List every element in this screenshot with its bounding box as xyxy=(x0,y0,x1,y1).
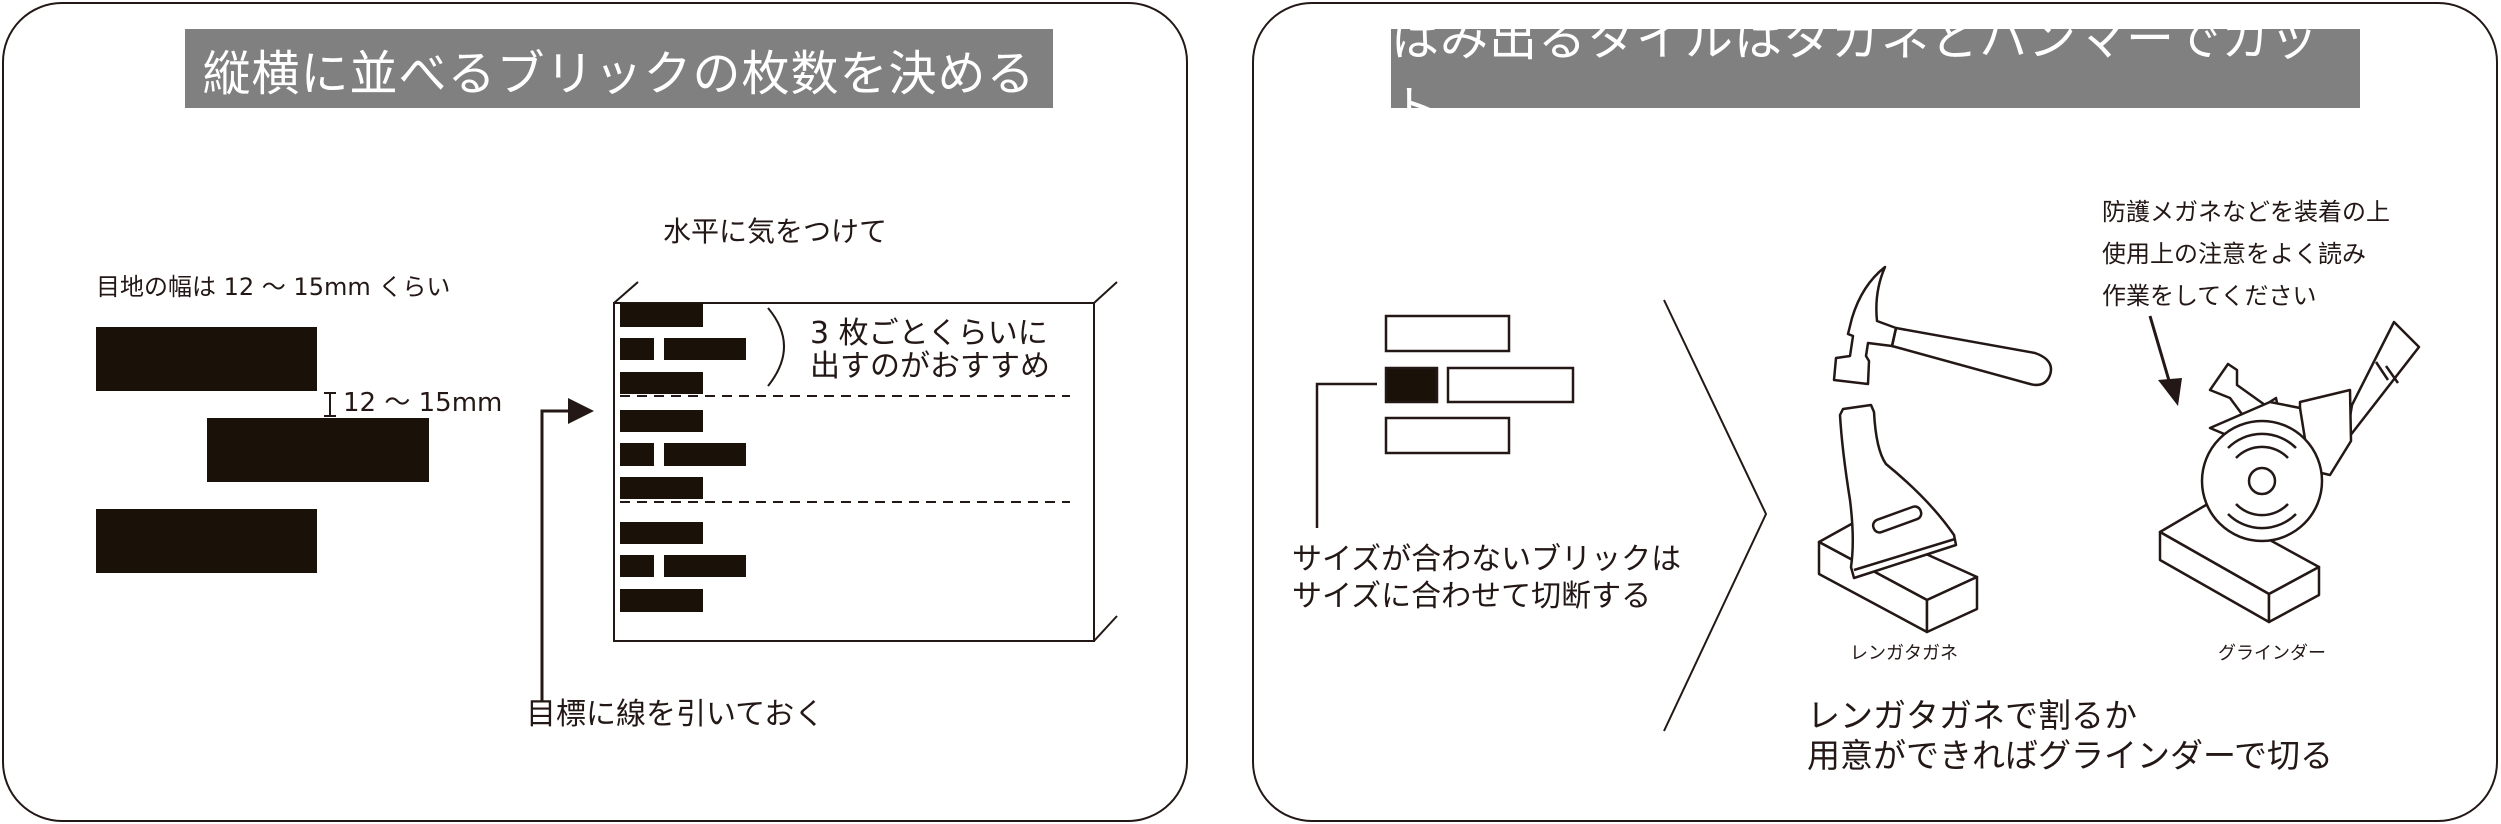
grinder-icon xyxy=(2158,320,2421,624)
left-panel-title: 縦横に並べるブリックの枚数を決める xyxy=(185,29,1053,108)
level-note: 水平に気をつけて xyxy=(663,215,888,248)
group-note-line1: 3 枚ごとくらいに xyxy=(810,316,1048,351)
joint-bricks xyxy=(96,327,429,573)
joint-width-note: 目地の幅は 12 ～ 15mm くらい xyxy=(96,273,451,301)
safety-note-line2: 使用上の注意をよく読み xyxy=(2102,240,2366,268)
wall-bricks xyxy=(620,303,746,612)
right-panel xyxy=(1252,2,2498,822)
cut-note-line1: サイズが合わないブリックは xyxy=(1292,542,1682,577)
arrow-icon xyxy=(540,398,594,702)
brick xyxy=(96,327,317,391)
brick-chisel-icon xyxy=(1817,403,1979,634)
gap-label: 12 ～ 15mm xyxy=(343,388,503,418)
method-line2: 用意ができればグラインダーで切る xyxy=(1807,736,2334,775)
hammer-icon xyxy=(1832,265,2053,387)
bracket-icon xyxy=(767,307,785,387)
guide-line-note: 目標に線を引いておく xyxy=(526,697,825,732)
wall-diagram xyxy=(613,281,1118,642)
safety-arrow-icon xyxy=(2148,315,2182,406)
gap-dimension-icon xyxy=(324,392,336,417)
brick xyxy=(96,509,317,573)
chisel-label: レンガタガネ xyxy=(1850,643,1958,664)
brick xyxy=(207,418,429,482)
cut-note-line2: サイズに合わせて切断する xyxy=(1292,579,1652,614)
left-panel xyxy=(2,2,1188,822)
safety-note-line3: 作業をしてください xyxy=(2102,282,2317,310)
chevron-divider xyxy=(1663,299,1768,732)
group-note-line2: 出すのがおすすめ xyxy=(810,349,1050,384)
grinder-label: グラインダー xyxy=(2218,643,2326,664)
method-line1: レンガタガネで割るか xyxy=(1807,696,2137,735)
safety-note-line1: 防護メガネなどを装着の上 xyxy=(2102,198,2390,226)
cut-brick-diagram xyxy=(1315,314,1575,528)
